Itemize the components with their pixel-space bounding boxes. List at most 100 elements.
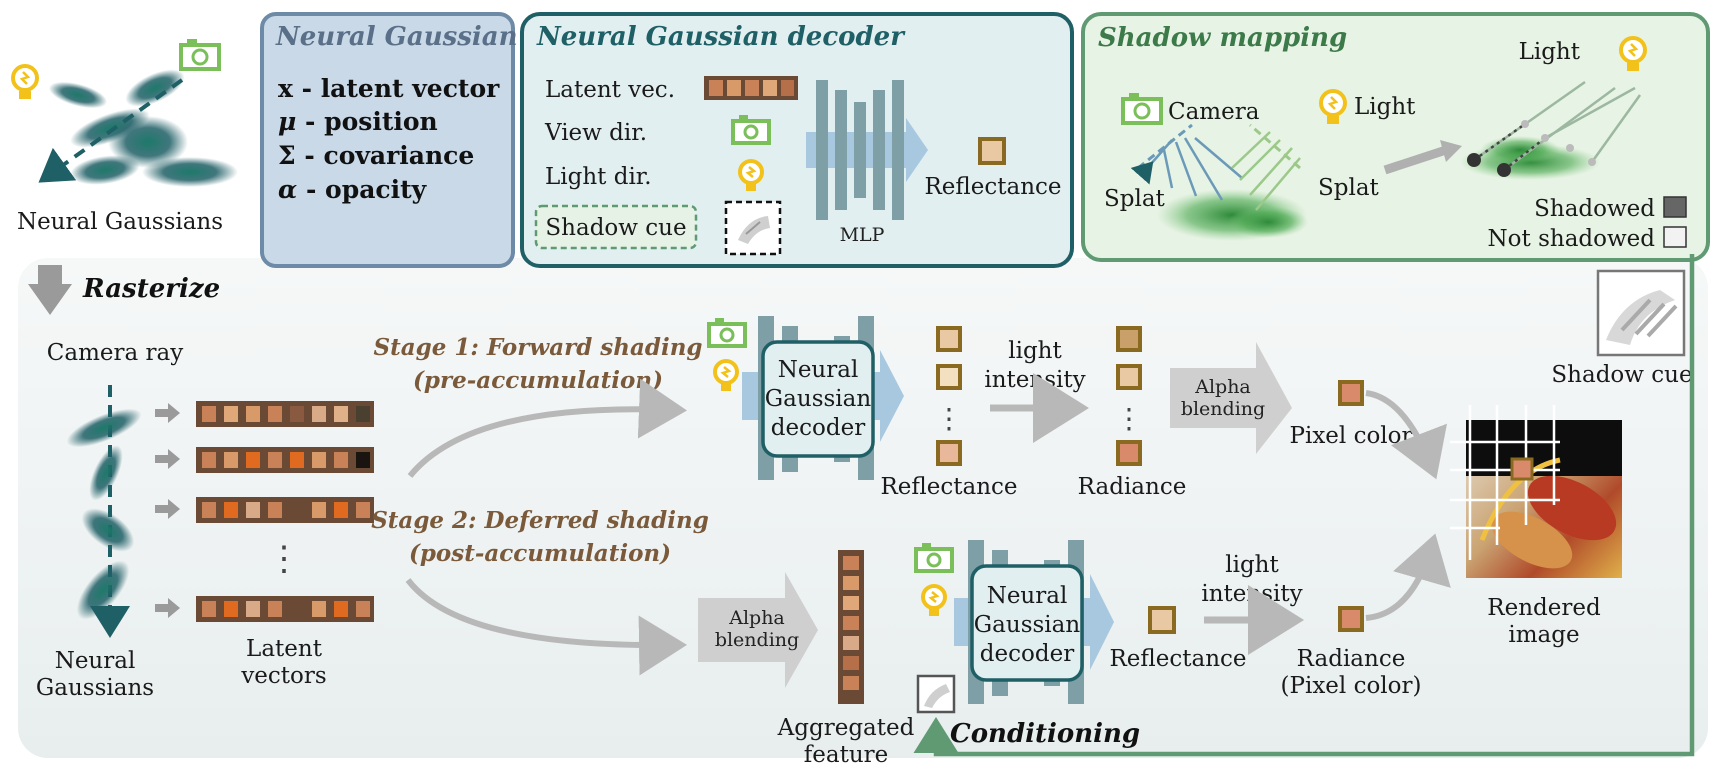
stage1-arrow xyxy=(407,378,687,478)
shadow-transition-arrow xyxy=(1383,145,1448,175)
splat-left-label: Splat xyxy=(1104,186,1166,212)
stage1-light-intensity-line2: intensity xyxy=(984,367,1085,393)
stage1-decoder-label: Neural xyxy=(778,357,859,383)
stage2-arrow xyxy=(405,578,687,676)
decoder-box xyxy=(520,12,1074,268)
stage2-shadow-cue-thumb xyxy=(916,674,956,714)
rasterize-arrow xyxy=(28,265,72,315)
light-bulb-icon xyxy=(921,584,947,616)
latent-vectors-label-line1: Latent xyxy=(246,636,323,662)
ng-item-symbol: x xyxy=(278,74,294,103)
light-bulb-icon xyxy=(738,159,764,191)
shadow-cue-image xyxy=(1596,269,1686,357)
conditioning-label: Conditioning xyxy=(950,719,1140,749)
top-left-caption: Neural Gaussians xyxy=(17,209,223,235)
stage2-radiance-label-line1: Radiance xyxy=(1297,646,1406,672)
stage1-pixel-color-label: Pixel color xyxy=(1289,423,1412,449)
ng-item-symbol: α xyxy=(278,175,297,204)
latent-vector-rows xyxy=(196,401,374,622)
stage1-alpha-blending-arrow xyxy=(1170,342,1292,454)
radiance-dots: ⋮ xyxy=(1115,402,1143,435)
shadow-camera-label: Camera xyxy=(1168,99,1260,125)
camera-icon xyxy=(914,543,954,573)
stage1-to-image-arrow xyxy=(1365,390,1448,480)
latent-dots: ⋮ xyxy=(267,539,301,579)
stage1-decoder-label: Gaussian xyxy=(765,386,872,412)
shadow-cue-label: Shadow cue xyxy=(1551,362,1692,388)
stage2-label-line2: (post-accumulation) xyxy=(409,540,671,567)
stage2-decoder-label: decoder xyxy=(980,641,1074,667)
stage1-radiance-swatches xyxy=(1116,326,1142,466)
decoder-title: Neural Gaussian decoder xyxy=(536,22,906,52)
latent-vector-strip xyxy=(704,76,798,100)
shadow-cue-input-box xyxy=(534,204,698,250)
ng-item-desc: - latent vector xyxy=(293,74,500,103)
aggregated-feature-column xyxy=(838,550,864,704)
legend-not-shadowed-label: Not shadowed xyxy=(1488,226,1656,252)
neural-gaussian-title: Neural Gaussian xyxy=(275,22,518,52)
stage2-reflectance-label: Reflectance xyxy=(1109,646,1246,672)
camera-ray-label: Camera ray xyxy=(47,340,183,366)
splat-rays xyxy=(1130,123,1308,241)
light-bulb-icon xyxy=(1619,36,1647,71)
neural-gaussians-label-line2: Gaussians xyxy=(36,675,154,701)
stage1-decoder-label: decoder xyxy=(771,415,865,441)
camera-icon xyxy=(179,39,221,71)
shadow-light-label: Light xyxy=(1354,94,1416,120)
neural-gaussians-label-line1: Neural xyxy=(55,648,136,674)
stage1-label-line1: Stage 1: Forward shading xyxy=(374,334,703,361)
svg-text:x - latent vector: x - latent vector xyxy=(278,74,500,103)
stage1-light-intensity-line1: light xyxy=(1008,338,1062,364)
neural-gaussian-items: x - latent vector μ - position Σ - covar… xyxy=(278,74,500,204)
stage2-decoder-label: Neural xyxy=(987,583,1068,609)
rasterize-label: Rasterize xyxy=(82,274,220,304)
legend-shadowed-swatch xyxy=(1663,196,1687,218)
light-bulb-icon xyxy=(11,64,39,99)
stage2-alpha-label-line1: Alpha xyxy=(728,607,785,629)
input-latent-vec: Latent vec. xyxy=(545,77,675,103)
shadow-light-label-right: Light xyxy=(1519,39,1581,65)
stage1-alpha-label-line1: Alpha xyxy=(1194,376,1251,398)
stage2-decoder-label: Gaussian xyxy=(974,612,1081,638)
stage1-reflectance-label: Reflectance xyxy=(880,474,1017,500)
stage1-label-line2: (pre-accumulation) xyxy=(413,367,663,394)
camera-icon xyxy=(731,115,771,145)
ng-item-desc: - opacity xyxy=(297,175,427,204)
camera-icon xyxy=(707,318,747,348)
input-view-dir: View dir. xyxy=(544,120,647,146)
stage2-reflectance-swatch xyxy=(1148,606,1176,634)
stage2-light-intensity-line1: light xyxy=(1225,552,1279,578)
legend-not-shadowed-swatch xyxy=(1663,226,1687,248)
latent-vectors-label-line2: vectors xyxy=(240,663,326,689)
neural-gaussian-box xyxy=(260,12,515,268)
stage2-label-line1: Stage 2: Deferred shading xyxy=(371,507,709,534)
splat-right-label: Splat xyxy=(1318,175,1380,201)
stage2-alpha-label-line2: blending xyxy=(715,629,799,651)
light-bulb-icon xyxy=(1319,89,1347,124)
stage2-decoder-block xyxy=(954,540,1114,704)
rendered-image-label-line2: image xyxy=(1508,622,1579,648)
svg-text:α - opacity: α - opacity xyxy=(278,175,428,204)
mlp-label: MLP xyxy=(840,224,885,246)
stage1-radiance-label: Radiance xyxy=(1078,474,1187,500)
ng-item-symbol: μ xyxy=(278,107,296,136)
stage2-light-intensity-line2: intensity xyxy=(1201,581,1302,607)
svg-text:μ - position: μ - position xyxy=(278,107,438,136)
shadow-cue-thumbnail xyxy=(724,200,782,256)
rendered-image-label-line1: Rendered xyxy=(1487,595,1601,621)
top-gaussian-cluster xyxy=(38,69,238,187)
input-shadow-cue: Shadow cue xyxy=(545,215,686,241)
stage1-alpha-label-line2: blending xyxy=(1181,398,1265,420)
legend-shadowed-label: Shadowed xyxy=(1534,196,1655,222)
stage1-reflectance-swatches xyxy=(936,326,962,466)
mlp-layers xyxy=(806,80,928,220)
stage2-radiance-label-line2: (Pixel color) xyxy=(1281,673,1422,699)
reflectance-swatch xyxy=(978,137,1006,165)
reflectance-dots: ⋮ xyxy=(935,402,963,435)
aggregated-feature-label-line2: feature xyxy=(804,742,889,768)
aggregated-feature-label-line1: Aggregated xyxy=(777,715,915,741)
stage2-alpha-blending-arrow xyxy=(698,572,818,688)
ng-item-desc: - position xyxy=(296,107,437,136)
